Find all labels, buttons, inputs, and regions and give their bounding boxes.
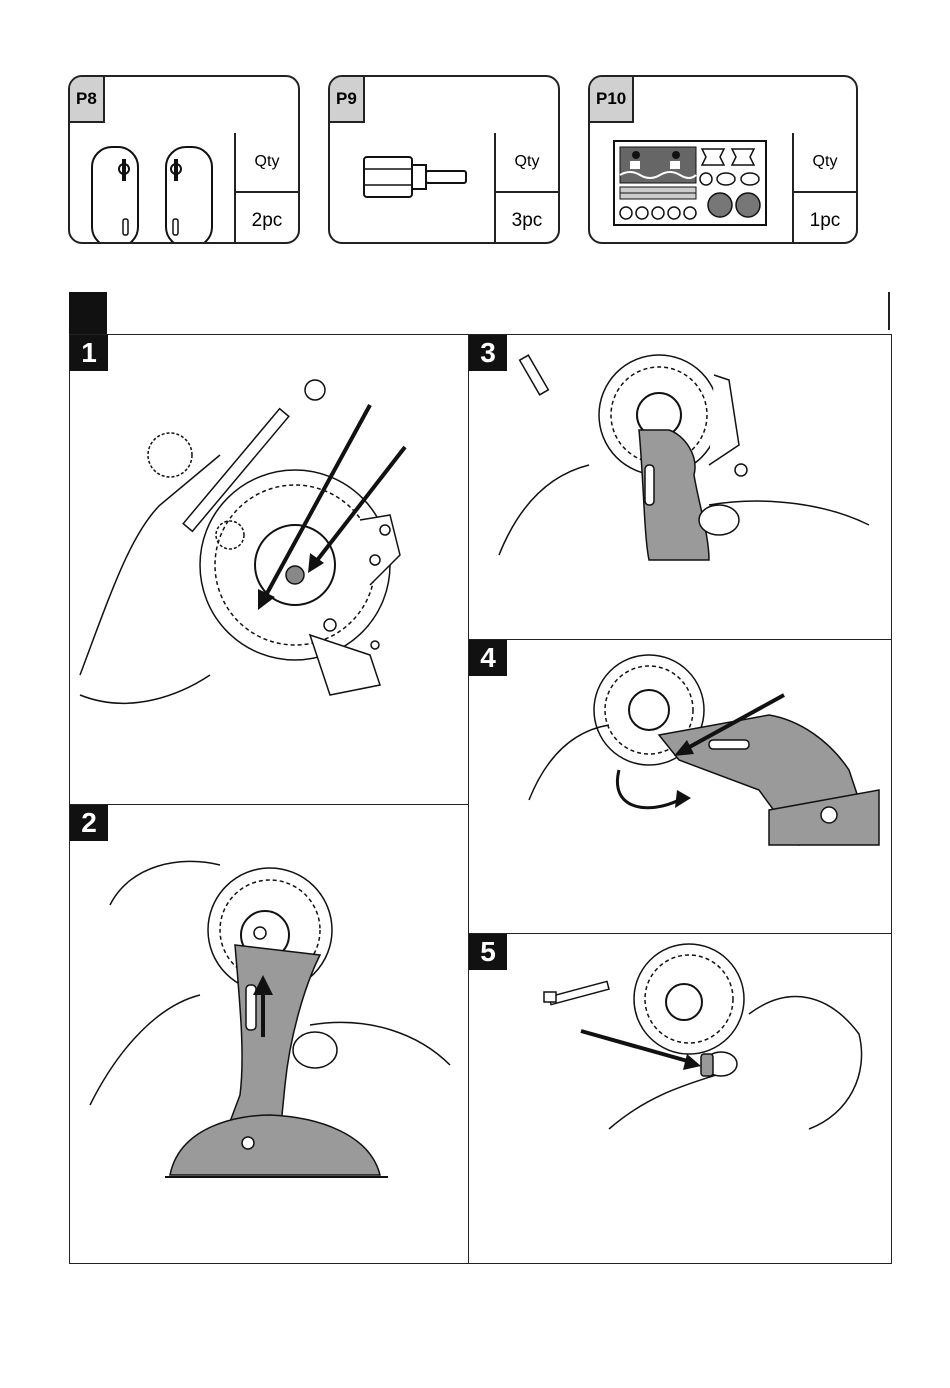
qty-label: Qty [236, 133, 298, 193]
step-1-illustration [70, 335, 469, 805]
qty-box: Qty 3pc [494, 133, 558, 242]
qty-box: Qty 1pc [792, 133, 856, 242]
section-header-tab [69, 292, 107, 334]
step-3-panel: 3 [468, 334, 892, 641]
step-2-panel: 2 [69, 804, 470, 1264]
qty-value: 1pc [794, 193, 856, 242]
step-1-panel: 1 [69, 334, 470, 806]
step-2-illustration [70, 805, 469, 1263]
step-5-illustration [469, 934, 891, 1263]
part-card-p9: P9 Qty 3pc [328, 75, 560, 244]
part-card-p8: P8 Qty 2pc [68, 75, 300, 244]
part-p10-illustration [590, 77, 790, 242]
qty-box: Qty 2pc [234, 133, 298, 242]
step-5-panel: 5 [468, 933, 892, 1264]
part-p9-illustration [330, 77, 490, 242]
qty-value: 2pc [236, 193, 298, 242]
part-card-p10: P10 Qty 1pc [588, 75, 858, 244]
qty-label: Qty [496, 133, 558, 193]
qty-value: 3pc [496, 193, 558, 242]
step-4-illustration [469, 640, 891, 934]
section-top-rule [888, 292, 890, 330]
part-p8-illustration [70, 77, 230, 242]
qty-label: Qty [794, 133, 856, 193]
step-4-panel: 4 [468, 639, 892, 935]
step-3-illustration [469, 335, 891, 640]
